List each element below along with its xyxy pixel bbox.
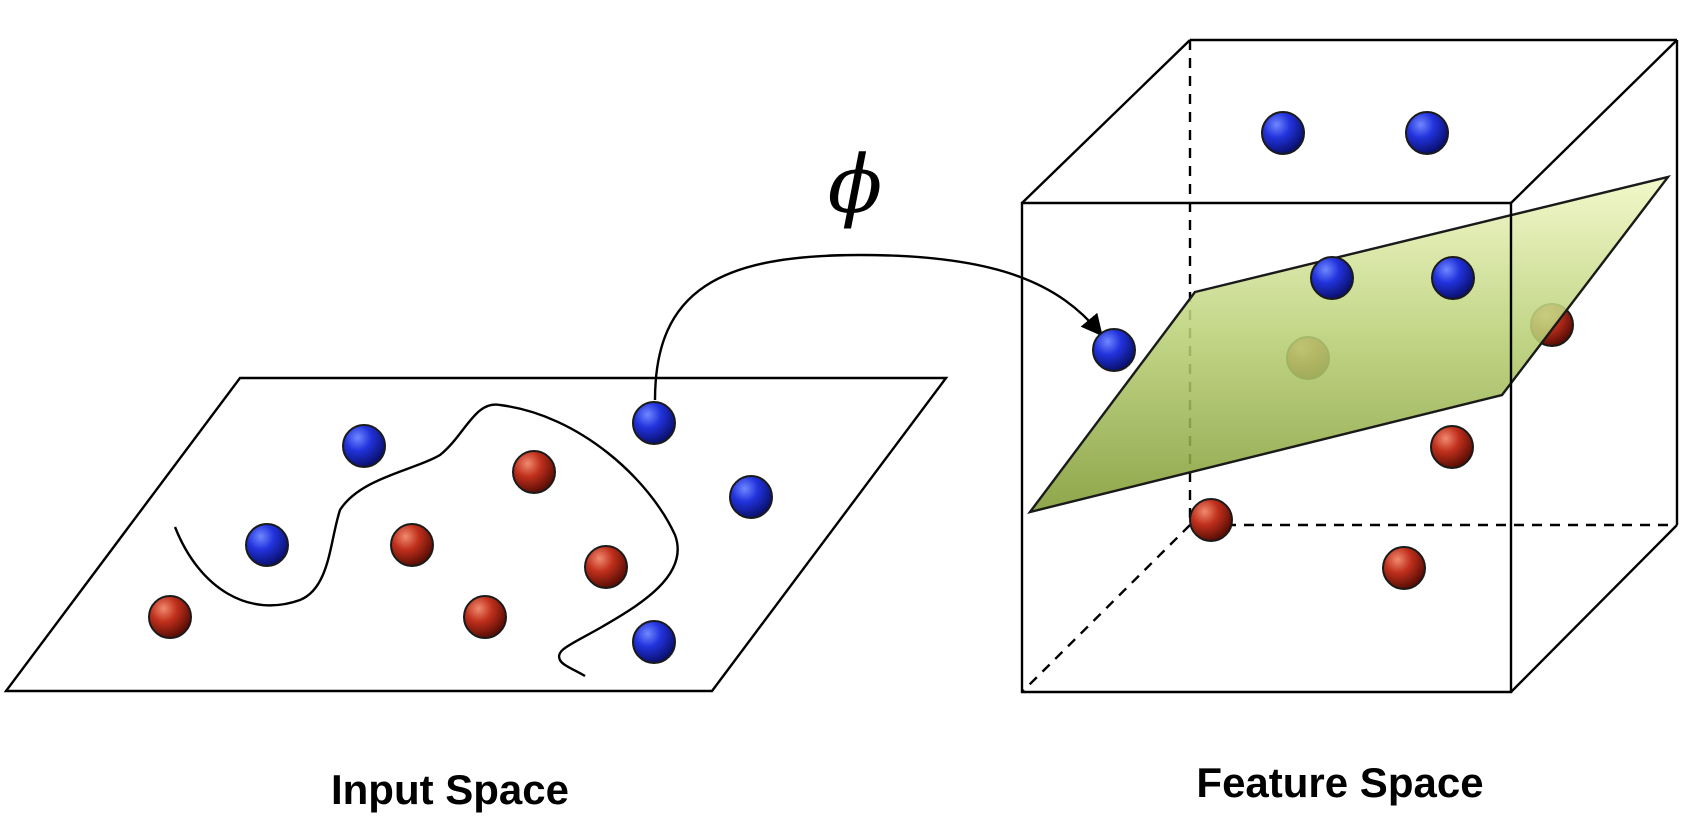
nonlinear-decision-boundary — [173, 403, 679, 678]
input-red-points — [148, 450, 628, 639]
blue-point — [245, 523, 289, 567]
blue-point — [342, 424, 386, 468]
input-space: Input Space — [3, 376, 949, 813]
red-point — [584, 545, 628, 589]
red-point — [512, 450, 556, 494]
red-point — [1382, 546, 1426, 590]
feature-space: Feature Space — [1020, 38, 1679, 806]
blue-point — [1261, 111, 1305, 155]
feature-space-caption: Feature Space — [1196, 759, 1483, 806]
red-point — [390, 523, 434, 567]
input-plane — [3, 376, 949, 693]
blue-point — [1405, 111, 1449, 155]
red-point — [1430, 425, 1474, 469]
blue-point — [729, 475, 773, 519]
red-point — [148, 595, 192, 639]
cube-visible-edges — [1020, 38, 1679, 694]
blue-point — [632, 620, 676, 664]
input-blue-points — [245, 401, 773, 664]
red-point — [463, 595, 507, 639]
phi-symbol: ϕ — [828, 138, 883, 231]
feature-map: ϕ — [653, 138, 1103, 401]
blue-point — [1310, 256, 1354, 300]
input-space-caption: Input Space — [331, 766, 569, 813]
mapping-arrow — [653, 253, 1103, 401]
blue-point — [632, 401, 676, 445]
red-point — [1189, 498, 1233, 542]
blue-point — [1092, 328, 1136, 372]
blue-point — [1431, 256, 1475, 300]
